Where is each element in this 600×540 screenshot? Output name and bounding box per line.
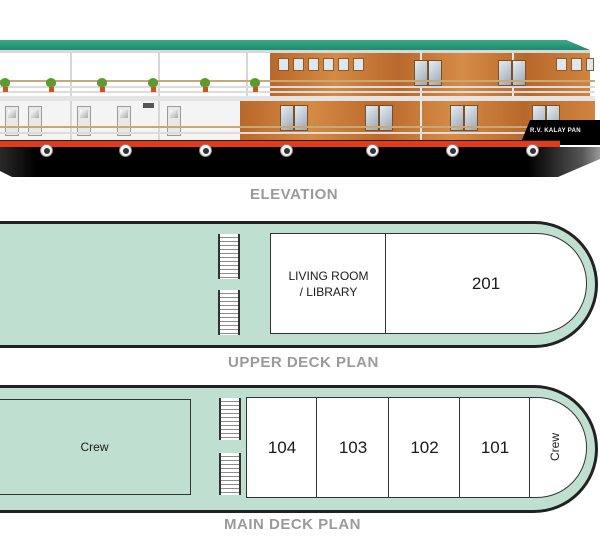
tire-fender-icon <box>199 144 212 157</box>
window <box>293 58 304 71</box>
stairs-icon <box>218 290 240 335</box>
potted-plant-icon <box>148 78 158 92</box>
room-label-line1: LIVING ROOM <box>288 268 369 283</box>
potted-plant-icon <box>46 78 56 92</box>
railing <box>0 80 595 82</box>
cabin-door <box>117 106 131 136</box>
cabin-door <box>77 106 91 136</box>
glass-door <box>280 105 294 131</box>
window <box>353 58 364 71</box>
upper-deck-title: UPPER DECK PLAN <box>228 354 379 371</box>
potted-plant-icon <box>97 78 107 92</box>
railing <box>0 86 595 88</box>
room-label: Crew <box>80 440 109 454</box>
deck-post <box>70 53 72 97</box>
tire-fender-icon <box>526 144 539 157</box>
room-cabin-201: 201 <box>385 233 587 334</box>
glass-door <box>379 105 393 131</box>
elevation-title: ELEVATION <box>250 186 339 203</box>
room-number: 102 <box>410 437 439 457</box>
deck-separator <box>0 96 595 101</box>
railing <box>0 132 540 134</box>
tire-fender-icon <box>446 144 459 157</box>
glass-door <box>464 105 478 131</box>
window <box>278 58 289 71</box>
deck-post <box>158 53 160 97</box>
window <box>323 58 334 71</box>
room-living-room-library: LIVING ROOM / LIBRARY <box>270 233 387 334</box>
cabin-door <box>167 106 181 136</box>
room-number: 101 <box>480 437 510 457</box>
stairs-icon <box>218 234 240 279</box>
railing <box>0 126 540 128</box>
upper-open-deck <box>0 53 272 97</box>
room-number: 201 <box>471 273 501 293</box>
deck-post <box>158 101 160 141</box>
cabin-door <box>28 106 42 136</box>
tire-fender-icon <box>119 144 132 157</box>
room-cabin-102: 102 <box>388 397 461 498</box>
glass-door <box>498 60 512 86</box>
potted-plant-icon <box>0 78 10 92</box>
glass-door <box>450 105 464 131</box>
room-cabin-103: 103 <box>316 397 390 498</box>
roof <box>0 40 590 50</box>
tire-fender-icon <box>40 144 53 157</box>
room-cabin-101: 101 <box>459 397 531 498</box>
hull <box>0 147 600 177</box>
room-label: Crew <box>548 433 562 462</box>
potted-plant-icon <box>250 78 260 92</box>
potted-plant-icon <box>200 78 210 92</box>
main-deck-title: MAIN DECK PLAN <box>224 516 361 533</box>
glass-door <box>414 60 428 86</box>
glass-door <box>512 60 526 86</box>
room-number: 104 <box>267 437 297 457</box>
window <box>338 58 349 71</box>
railing <box>0 91 595 93</box>
room-crew-aft: Crew <box>0 399 191 495</box>
glass-door <box>428 60 442 86</box>
stairs-icon <box>219 398 241 440</box>
window <box>308 58 319 71</box>
room-cabin-104: 104 <box>246 397 318 498</box>
room-number: 103 <box>338 437 368 457</box>
tire-fender-icon <box>366 144 379 157</box>
vent <box>143 103 154 108</box>
room-label-line2: / LIBRARY <box>299 284 358 299</box>
window <box>571 58 582 71</box>
roof-eave <box>0 50 590 53</box>
window <box>556 58 567 71</box>
glass-door <box>365 105 379 131</box>
ship-name: R.V. KALAY PAN <box>530 128 581 134</box>
glass-door <box>294 105 308 131</box>
hull-stripe <box>0 140 560 148</box>
cabin-door <box>5 106 19 136</box>
deck-post <box>420 101 422 141</box>
deck-post <box>70 101 72 141</box>
deck-post <box>246 53 248 97</box>
stairs-icon <box>219 453 241 495</box>
tire-fender-icon <box>280 144 293 157</box>
window <box>586 58 594 71</box>
